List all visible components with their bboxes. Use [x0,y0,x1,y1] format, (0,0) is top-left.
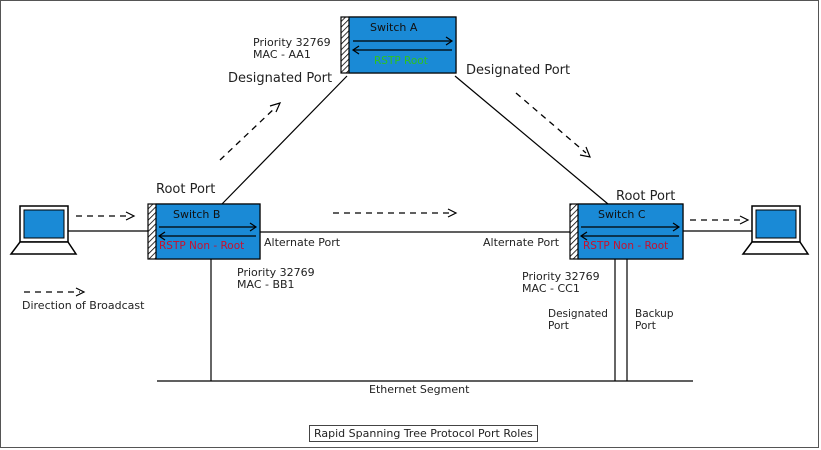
switch-b-role: RSTP Non - Root [159,240,245,252]
switch-b-name: Switch B [173,208,221,221]
link-a-b [221,75,348,205]
switch-b-mac: MAC - BB1 [237,278,295,291]
port-label-c-root: Root Port [616,189,676,204]
laptop-icon-right[interactable] [741,205,810,255]
port-label-c-designated: Designated Port [548,308,608,332]
switch-a-info: Priority 32769 MAC - AA1 [253,37,331,61]
switch-b-priority: Priority 32769 [237,266,315,279]
broadcast-arrow-b-to-c [333,208,458,218]
broadcast-arrow-right-laptop [690,215,750,225]
switch-b[interactable] [147,203,261,260]
switch-a[interactable] [340,16,457,74]
laptop-icon-left[interactable] [9,205,78,255]
switch-a-role: RSTP Root [374,55,428,67]
port-label-b-root: Root Port [156,182,216,197]
port-label-b-alternate: Alternate Port [264,236,341,249]
port-label-c-backup: Backup Port [635,308,674,332]
broadcast-arrow-a-left [219,102,282,161]
legend-broadcast-label: Direction of Broadcast [22,299,145,312]
legend-dashed-arrow [24,287,86,297]
link-a-c [454,75,609,205]
ethernet-segment-label: Ethernet Segment [369,383,470,396]
port-label-a-left: Designated Port [228,71,333,86]
diagram-caption: Rapid Spanning Tree Protocol Port Roles [309,425,538,442]
switch-c-name: Switch C [598,208,646,221]
switch-a-mac: MAC - AA1 [253,48,311,61]
switch-a-name: Switch A [370,21,418,34]
port-label-a-right: Designated Port [466,63,571,78]
switch-a-priority: Priority 32769 [253,36,331,49]
port-label-c-alternate: Alternate Port [483,236,560,249]
switch-c-role: RSTP Non - Root [583,240,669,252]
broadcast-arrow-a-right [515,92,591,158]
broadcast-arrow-left-laptop [76,211,136,221]
switch-c-priority: Priority 32769 [522,270,600,283]
switch-c[interactable] [569,203,684,260]
switch-c-info: Priority 32769 MAC - CC1 [522,271,600,295]
switch-c-mac: MAC - CC1 [522,282,580,295]
switch-b-info: Priority 32769 MAC - BB1 [237,267,315,291]
